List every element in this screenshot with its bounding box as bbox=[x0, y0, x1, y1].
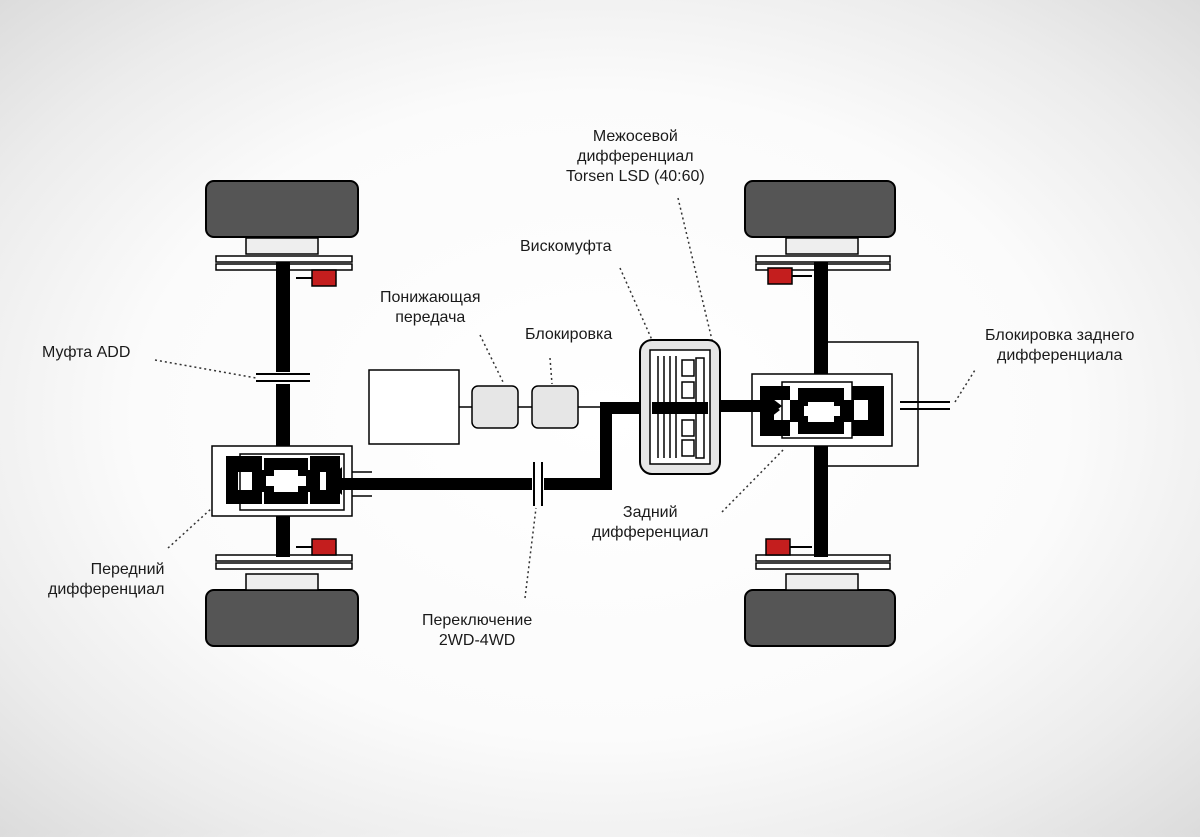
leader-lines bbox=[154, 197, 976, 599]
rear-right-upper-wheel bbox=[744, 180, 896, 271]
front-differential bbox=[211, 445, 353, 517]
front-left-lower-actuator bbox=[311, 538, 337, 556]
low-gear-label: Понижающая передача bbox=[380, 289, 481, 326]
front-left-upper-actuator bbox=[311, 269, 337, 287]
rear-axle-shaft bbox=[814, 262, 828, 557]
front-diff-label: Передний дифференциал bbox=[48, 561, 165, 598]
rear-right-lower-actuator bbox=[765, 538, 791, 556]
rear-right-lower-wheel bbox=[744, 554, 896, 647]
add-clutch bbox=[256, 373, 310, 382]
transmission-box bbox=[368, 369, 460, 445]
front-left-lower-wheel bbox=[205, 554, 359, 647]
interaxle-diff-label: Межосевой дифференциал Torsen LSD (40:60… bbox=[566, 128, 705, 185]
lock-box bbox=[531, 385, 579, 429]
rear-right-upper-actuator bbox=[767, 267, 793, 285]
front-axle-shaft bbox=[276, 262, 290, 557]
viscous-coupling-label: Вискомуфта bbox=[520, 238, 612, 255]
lock-label: Блокировка bbox=[525, 326, 613, 343]
driveshafts bbox=[342, 392, 782, 497]
rear-diff-label: Задний дифференциал bbox=[592, 504, 709, 541]
front-left-upper-wheel bbox=[205, 180, 359, 271]
center-differential bbox=[639, 339, 721, 475]
2wd-4wd-switch bbox=[533, 462, 543, 506]
rear-diff-lock-label: Блокировка заднего дифференциала bbox=[985, 327, 1135, 364]
low-gear-box bbox=[471, 385, 519, 429]
add-clutch-label: Муфта ADD bbox=[42, 344, 131, 361]
switch-2wd-4wd-label: Переключение 2WD-4WD bbox=[422, 612, 533, 649]
